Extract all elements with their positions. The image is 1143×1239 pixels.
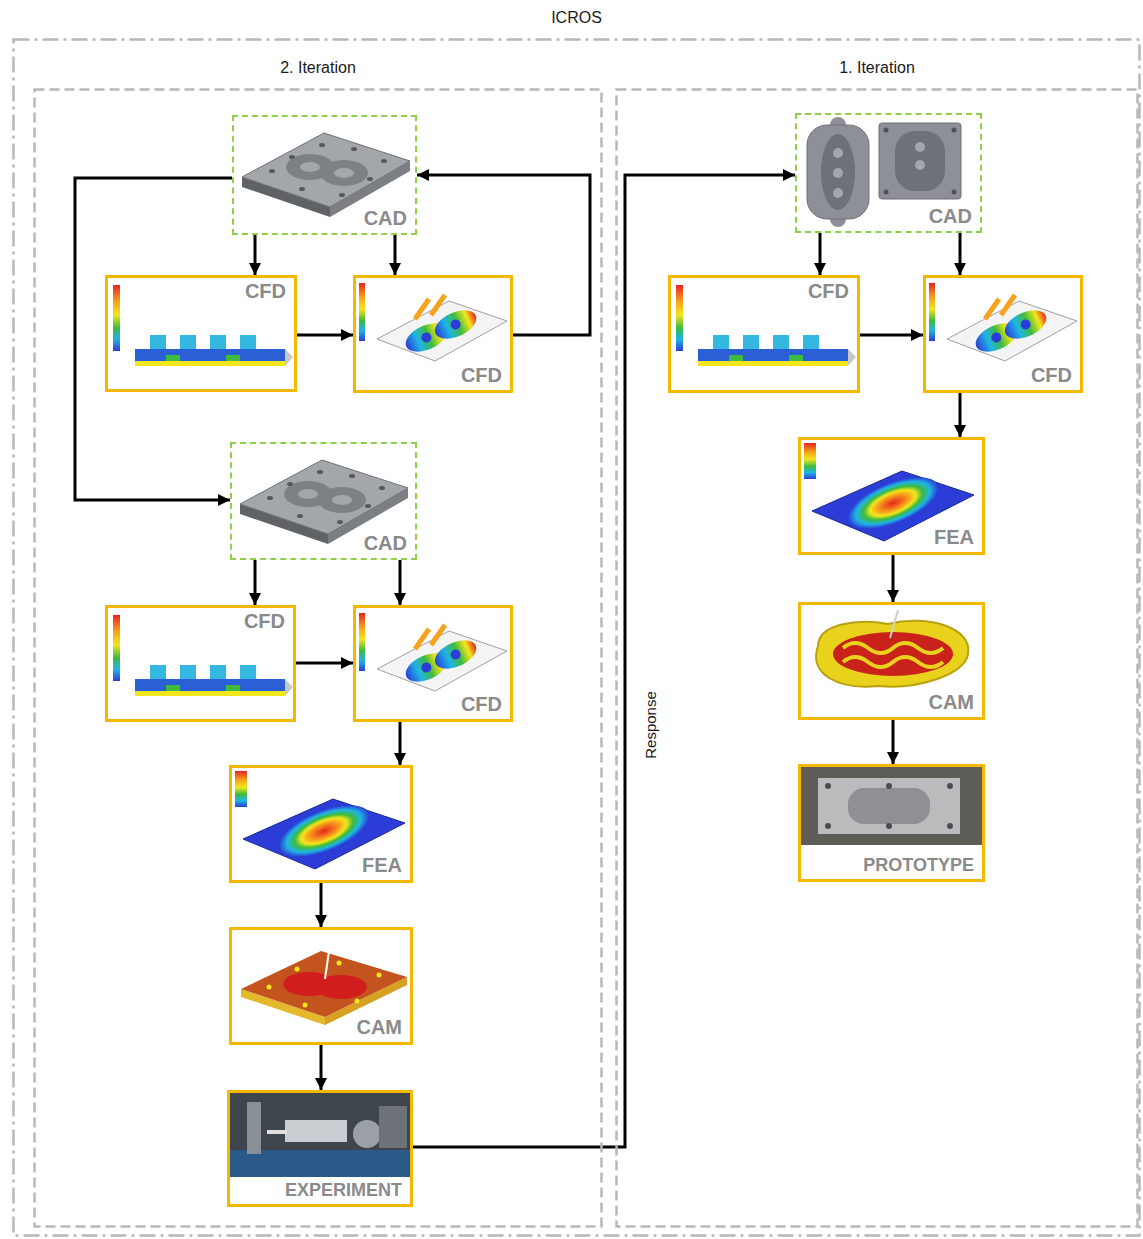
flow-arrow [320, 883, 323, 927]
flow-arrow [254, 560, 257, 605]
stage-box: EXPERIMENT [227, 1090, 413, 1207]
stage-label: CFD [1031, 364, 1072, 387]
group-frame: CADCFDCFDCADCFDCFDFEACAMEXPERIMENT2. Ite… [33, 88, 603, 1228]
flow-arrow [75, 178, 232, 500]
stage-box: CAD [230, 442, 417, 560]
group-outline [33, 88, 603, 1228]
stage-label: CFD [461, 364, 502, 387]
cfd-velocity [359, 613, 507, 691]
stage-label: CAM [928, 691, 974, 714]
flow-arrow [297, 334, 353, 337]
stage-label: CAM [356, 1016, 402, 1039]
stage-box: CAM [798, 602, 985, 720]
stage-box: CFD [105, 605, 296, 722]
stage-box: CFD [923, 275, 1083, 393]
flow-arrow [417, 175, 590, 335]
cam-toolpath [241, 937, 407, 1025]
stage-box: CFD [353, 275, 513, 393]
stage-box: CAD [795, 113, 982, 233]
prototype-photo [801, 767, 982, 845]
stage-label: CAD [364, 532, 407, 555]
flow-arrow [296, 662, 353, 665]
cfd-velocity [929, 283, 1077, 361]
flow-arrow [892, 555, 895, 602]
stage-label: EXPERIMENT [285, 1180, 402, 1201]
cad-model [240, 460, 408, 544]
stage-label: CFD [808, 280, 849, 303]
group-frame: CAD CFD CFD CAD CFD CFD FEA CAM EXPERIMENT 2. Ite… [12, 38, 1141, 1237]
stage-label: CFD [461, 693, 502, 716]
flow-arrow [394, 235, 397, 275]
stage-box: CAM [229, 927, 413, 1045]
stage-box: PROTOTYPE [798, 764, 985, 882]
group-outline-rect [617, 90, 1138, 1227]
group-title: ICROS [12, 8, 1141, 28]
flow-arrow [320, 1045, 323, 1090]
group-outline [615, 88, 1139, 1228]
stage-label: PROTOTYPE [863, 855, 974, 876]
experiment-photo [230, 1093, 410, 1177]
stage-label: CAD [364, 207, 407, 230]
group-frame: CADCFDCFDFEACAMPROTOTYPE1. Iteration [615, 88, 1139, 1228]
stage-box: CFD [105, 275, 297, 392]
group-title: 1. Iteration [615, 58, 1139, 78]
stage-label: FEA [362, 854, 402, 877]
cfd-velocity [359, 283, 507, 361]
flow-arrow [413, 175, 795, 1147]
stage-box: CFD [668, 275, 860, 393]
flow-arrow [959, 393, 962, 437]
cad-model [242, 133, 410, 217]
stage-box: FEA [229, 765, 413, 883]
stage-box: CFD [353, 605, 513, 722]
flow-arrow [860, 334, 923, 337]
flow-arrow [254, 235, 257, 275]
flow-arrow [399, 722, 402, 765]
stage-box: FEA [798, 437, 985, 555]
edge-label: Response [642, 688, 660, 762]
flow-arrow [819, 233, 822, 275]
flow-arrow [959, 233, 962, 275]
stage-label: FEA [934, 526, 974, 549]
group-title: 2. Iteration [33, 58, 603, 78]
stage-box: CAD [232, 115, 417, 235]
group-outline-rect [35, 90, 602, 1227]
group-outline-rect [14, 40, 1140, 1236]
flow-arrow [399, 560, 402, 605]
stage-label: CAD [929, 205, 972, 228]
stage-label: CFD [245, 280, 286, 303]
flow-arrow [892, 720, 895, 764]
stage-label: CFD [244, 610, 285, 633]
cam-toolpath [816, 610, 968, 687]
